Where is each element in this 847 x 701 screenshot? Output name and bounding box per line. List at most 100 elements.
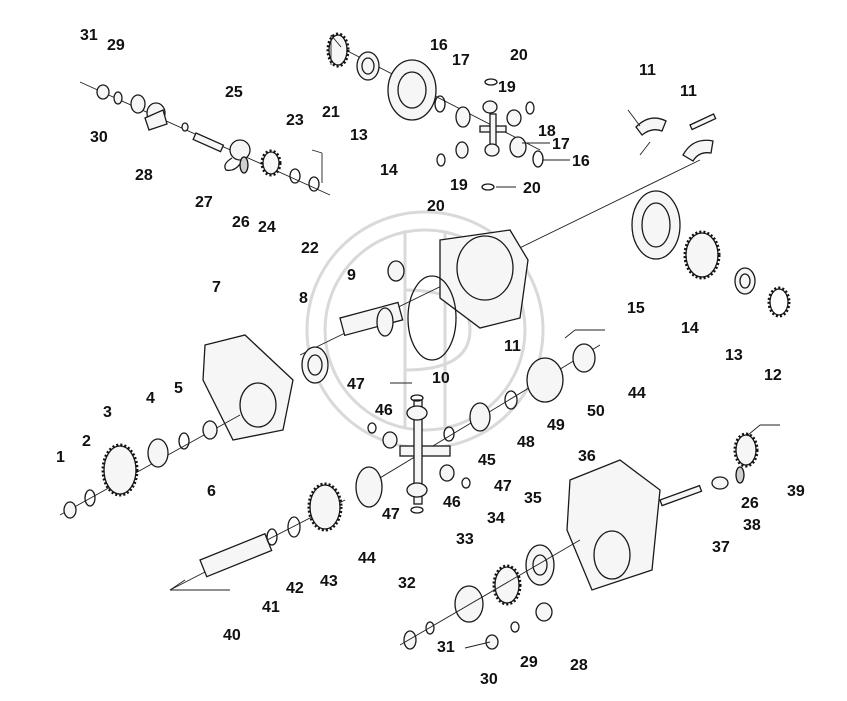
center-differential — [355, 343, 601, 514]
callout-13: 13 — [725, 347, 743, 364]
part-41-ring — [266, 528, 278, 546]
callout-11: 11 — [680, 83, 697, 100]
part-35-bearing — [525, 544, 555, 586]
part-19-pinion-bottom — [484, 143, 500, 157]
callout-17: 17 — [452, 52, 470, 69]
callout-48: 48 — [517, 434, 535, 451]
callout-49: 49 — [547, 417, 565, 434]
part-20-washer-top — [484, 78, 498, 86]
left-output-assembly — [202, 275, 457, 441]
part-42-washer — [287, 516, 301, 538]
part-30-bottom — [485, 634, 499, 650]
callout-43: 43 — [320, 573, 338, 590]
callout-9: 9 — [347, 267, 356, 284]
part-38-fork — [711, 476, 729, 490]
callout-27: 27 — [195, 194, 213, 211]
part-11-bracket-left — [635, 117, 667, 136]
part-26-spring-right — [735, 466, 745, 484]
part-20-washer-left — [436, 153, 446, 167]
callout-29: 29 — [107, 37, 125, 54]
part-13-bearing — [734, 267, 756, 295]
part-44-case-right — [526, 357, 564, 403]
small-ball — [181, 122, 189, 132]
part-15-cover — [631, 190, 681, 260]
rear-housing-assembly — [399, 432, 759, 650]
center-housing — [387, 229, 529, 329]
callout-20: 20 — [523, 180, 541, 197]
leader-brackets — [169, 34, 780, 591]
callout-2: 2 — [82, 433, 91, 450]
callout-32: 32 — [398, 575, 416, 592]
callout-34: 34 — [487, 510, 505, 527]
part-16-washer-top — [434, 95, 446, 113]
right-diff-assembly — [631, 190, 791, 318]
part-29-bottom — [510, 621, 520, 633]
part-23-ring — [289, 168, 301, 184]
left-gear-stack — [59, 414, 241, 519]
callout-41: 41 — [262, 599, 280, 616]
callout-18: 18 — [538, 123, 556, 140]
part-50-washer — [504, 390, 518, 410]
callout-20: 20 — [510, 47, 528, 64]
top-left-shaft-assembly — [79, 81, 331, 196]
part-28-top — [144, 109, 168, 131]
callout-26: 26 — [232, 214, 250, 231]
part-17-gear-top — [455, 106, 471, 128]
top-differential-assembly — [326, 32, 544, 191]
callout-14: 14 — [380, 162, 398, 179]
part-47-washer-bottom — [410, 506, 424, 514]
callout-24: 24 — [258, 219, 276, 236]
part-44-case-left — [355, 466, 383, 508]
part-40-shaft — [199, 532, 273, 578]
callout-23: 23 — [286, 112, 304, 129]
bolt — [689, 113, 717, 131]
callout-16: 16 — [572, 153, 590, 170]
part-25-lever — [224, 157, 241, 172]
callout-11: 11 — [639, 62, 656, 79]
part-46-pinion-right — [439, 464, 455, 482]
part-5-ring — [178, 432, 190, 450]
part-37-rod — [659, 484, 703, 507]
part-19-pinion-left — [455, 141, 469, 159]
part-30-top — [96, 84, 110, 100]
callout-20: 20 — [427, 198, 445, 215]
callout-47: 47 — [347, 376, 365, 393]
part-10-gasket — [407, 275, 457, 361]
part-36-housing — [566, 459, 661, 591]
callout-19: 19 — [498, 79, 516, 96]
part-47-washer-left — [367, 422, 377, 434]
callout-19: 19 — [450, 177, 468, 194]
part-28a-top — [130, 94, 146, 114]
callout-38: 38 — [743, 517, 761, 534]
callout-35: 35 — [524, 490, 542, 507]
part-48-ring — [443, 426, 455, 442]
callout-46: 46 — [375, 402, 393, 419]
part-27-shaft — [192, 132, 225, 153]
callout-42: 42 — [286, 580, 304, 597]
callout-21: 21 — [322, 104, 340, 121]
callout-30: 30 — [480, 671, 498, 688]
part-22-ring — [308, 176, 320, 192]
callout-4: 4 — [146, 390, 155, 407]
callout-44: 44 — [358, 550, 376, 567]
callout-12: 12 — [764, 367, 782, 384]
part-11-housing — [439, 229, 529, 329]
part-46-pinion-left — [382, 431, 398, 449]
callout-44: 44 — [628, 385, 646, 402]
callout-6: 6 — [207, 483, 216, 500]
callout-25: 25 — [225, 84, 243, 101]
part-19-pinion-top — [482, 100, 498, 114]
callout-50: 50 — [587, 403, 605, 420]
part-2-washer — [84, 489, 96, 507]
part-13-bearing-top — [356, 51, 380, 81]
callout-28: 28 — [135, 167, 153, 184]
part-46-pinion-top — [406, 405, 428, 421]
part-29-top — [113, 91, 123, 105]
callout-17: 17 — [552, 136, 570, 153]
callout-39: 39 — [787, 483, 805, 500]
callout-3: 3 — [103, 404, 112, 421]
callout-46: 46 — [443, 494, 461, 511]
callout-26: 26 — [741, 495, 759, 512]
callout-30: 30 — [90, 129, 108, 146]
